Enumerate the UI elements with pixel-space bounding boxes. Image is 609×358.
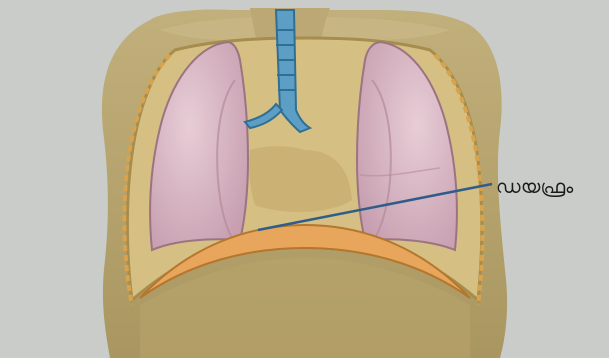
diaphragm-label: ഡയഫ്രം: [496, 176, 574, 198]
